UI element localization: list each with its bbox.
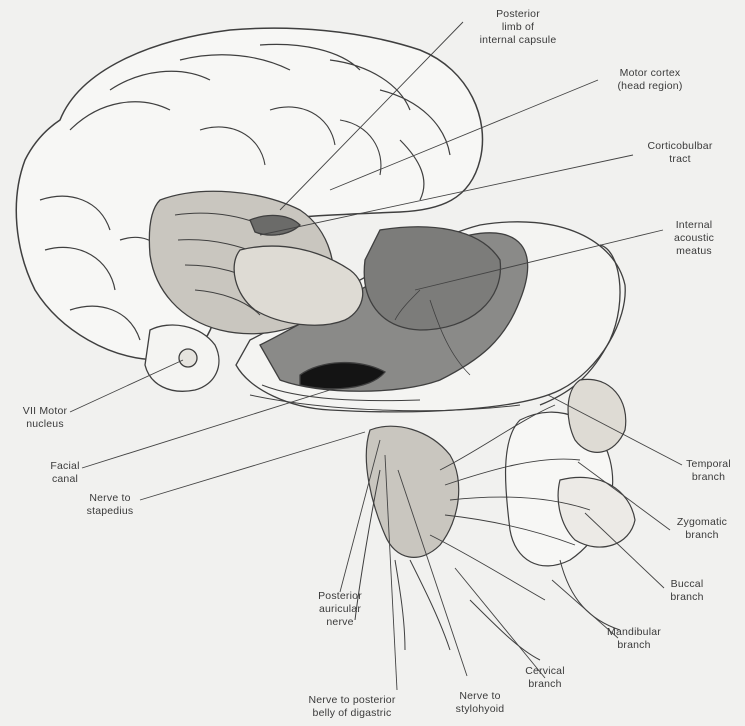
leader-posterior-auricular — [340, 440, 380, 592]
parotid-region — [355, 379, 635, 660]
label-vii-motor: VII Motor nucleus — [5, 405, 85, 431]
label-buccal-branch: Buccal branch — [652, 578, 722, 604]
label-posterior-auricular: Posterior auricular nerve — [300, 590, 380, 629]
label-nerve-stylohyoid: Nerve to stylohyoid — [440, 690, 520, 716]
leader-nerve-stapedius — [140, 432, 365, 500]
label-corticobulbar: Corticobulbar tract — [630, 140, 730, 166]
label-temporal-branch: Temporal branch — [672, 458, 745, 484]
leader-cervical — [455, 568, 545, 678]
label-facial-canal: Facial canal — [30, 460, 100, 486]
label-posterior-limb: Posterior limb of internal capsule — [458, 8, 578, 47]
label-zygomatic-branch: Zygomatic branch — [662, 516, 742, 542]
label-motor-cortex: Motor cortex (head region) — [594, 67, 706, 93]
label-internal-acoustic: Internal acoustic meatus — [654, 219, 734, 258]
label-nerve-posterior-belly: Nerve to posterior belly of digastric — [292, 694, 412, 720]
label-cervical-branch: Cervical branch — [510, 665, 580, 691]
leader-facial-canal — [82, 390, 330, 468]
label-mandibular-branch: Mandibular branch — [594, 626, 674, 652]
label-nerve-stapedius: Nerve to stapedius — [65, 492, 155, 518]
